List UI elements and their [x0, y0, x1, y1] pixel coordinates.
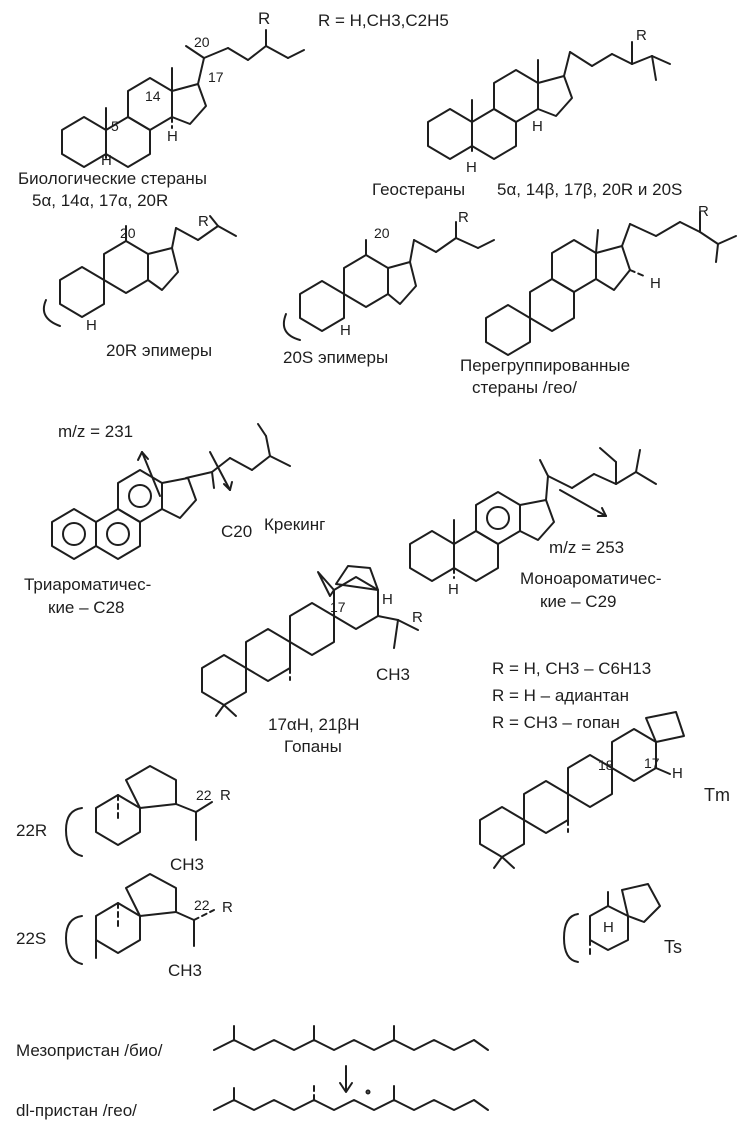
- fragment-22r-atom-22: 22: [196, 787, 212, 803]
- atom-14: 14: [145, 88, 161, 104]
- fragment-22s-atom-22: 22: [194, 897, 210, 913]
- fragment-22r-ch3: CH3: [170, 855, 204, 874]
- triaromatic-structure: [51, 423, 291, 560]
- epimer-20s-label: 20S эпимеры: [283, 348, 388, 367]
- label-22r: 22R: [16, 821, 47, 840]
- hopane-r2: R = H – адиантан: [492, 686, 629, 705]
- tm-atom-h: H: [672, 765, 683, 782]
- epimer-20r-label: 20R эпимеры: [106, 341, 212, 360]
- monoaromatic-label-line2: кие – C29: [540, 592, 616, 611]
- epi20s-atom-h: H: [340, 322, 351, 339]
- mesopristane-label: Мезопристан /био/: [16, 1041, 163, 1060]
- epi20r-atom-h: H: [86, 317, 97, 334]
- geo-sterane-structure: [427, 41, 671, 160]
- transformation-arrow: [339, 1065, 353, 1093]
- hopane-atom-r: R: [412, 609, 423, 626]
- fragment-22s-atom-r: R: [222, 899, 233, 916]
- monoaromatic-label-line1: Моноароматичес-: [520, 569, 662, 588]
- triaromatic-label-line1: Триароматичес-: [24, 575, 151, 594]
- ts-structure: [563, 883, 661, 963]
- epi20r-atom-20: 20: [120, 225, 136, 241]
- atom-h-14: H: [167, 128, 178, 145]
- tm-label: Tm: [704, 785, 730, 805]
- atom-r: R: [258, 9, 270, 28]
- hopane-r1: R = H, CH3 – C6H13: [492, 659, 651, 678]
- hopane-r3: R = CH3 – гопан: [492, 713, 620, 732]
- hopane-atom-17: 17: [330, 599, 346, 615]
- fragment-22s-structure: [65, 873, 215, 965]
- atom-20: 20: [194, 34, 210, 50]
- rearr-atom-h: H: [650, 275, 661, 292]
- geo-sterane-config: 5α, 14β, 17β, 20R и 20S: [497, 180, 682, 199]
- atom-h-5: H: [101, 152, 112, 169]
- atom-5: 5: [111, 118, 119, 134]
- rearranged-label-line2: стераны /гео/: [472, 378, 577, 397]
- epi20r-atom-r: R: [198, 213, 209, 230]
- formula-r1: R = H,CH3,C2H5: [318, 11, 449, 30]
- monoaromatic-structure: [409, 447, 657, 582]
- geo-atom-h-14: H: [532, 118, 543, 135]
- fragment-22s-ch3: CH3: [168, 961, 202, 980]
- dl-pristane-chain: [213, 1083, 489, 1111]
- rearranged-sterane-structure: [485, 211, 737, 356]
- bio-sterane-title: Биологические стераны: [18, 169, 207, 188]
- mesopristane-chain: [213, 1025, 489, 1051]
- dl-pristane-label: dl-пристан /гео/: [16, 1101, 137, 1120]
- rearranged-label-line1: Перегруппированные: [460, 356, 630, 375]
- ts-atom-h: H: [603, 919, 614, 936]
- bio-sterane-config: 5α, 14α, 17α, 20R: [32, 191, 168, 210]
- geo-atom-h-5: H: [466, 159, 477, 176]
- fragment-22r-structure: [65, 765, 213, 857]
- mz231-label: m/z = 231: [58, 422, 133, 441]
- hopane-ch3: CH3: [376, 665, 410, 684]
- atom-17: 17: [208, 69, 224, 85]
- bio-sterane-structure: [61, 29, 305, 168]
- rearr-atom-r: R: [698, 203, 709, 220]
- epimer-20s-structure: [282, 221, 495, 341]
- hopane-atom-h: H: [382, 591, 393, 608]
- c20-label: C20: [221, 522, 252, 541]
- epi20s-atom-20: 20: [374, 225, 390, 241]
- geo-sterane-title: Геостераны: [372, 180, 465, 199]
- geo-atom-r: R: [636, 27, 647, 44]
- tm-structure: [479, 711, 685, 869]
- hopane-structure: [201, 565, 419, 717]
- label-22s: 22S: [16, 929, 46, 948]
- epi20s-atom-r: R: [458, 209, 469, 226]
- monoaro-atom-h: H: [448, 581, 459, 598]
- tm-atom-17: 17: [644, 755, 660, 771]
- cracking-label: Крекинг: [264, 515, 325, 534]
- triaromatic-label-line2: кие – C28: [48, 598, 124, 617]
- hopane-title: Гопаны: [284, 737, 342, 756]
- mz253-label: m/z = 253: [549, 538, 624, 557]
- ts-label: Ts: [664, 937, 682, 957]
- fragment-22r-atom-r: R: [220, 787, 231, 804]
- epimer-20r-structure: [42, 215, 237, 327]
- hopane-config: 17αH, 21βH: [268, 715, 359, 734]
- tm-atom-18: 18: [598, 757, 614, 773]
